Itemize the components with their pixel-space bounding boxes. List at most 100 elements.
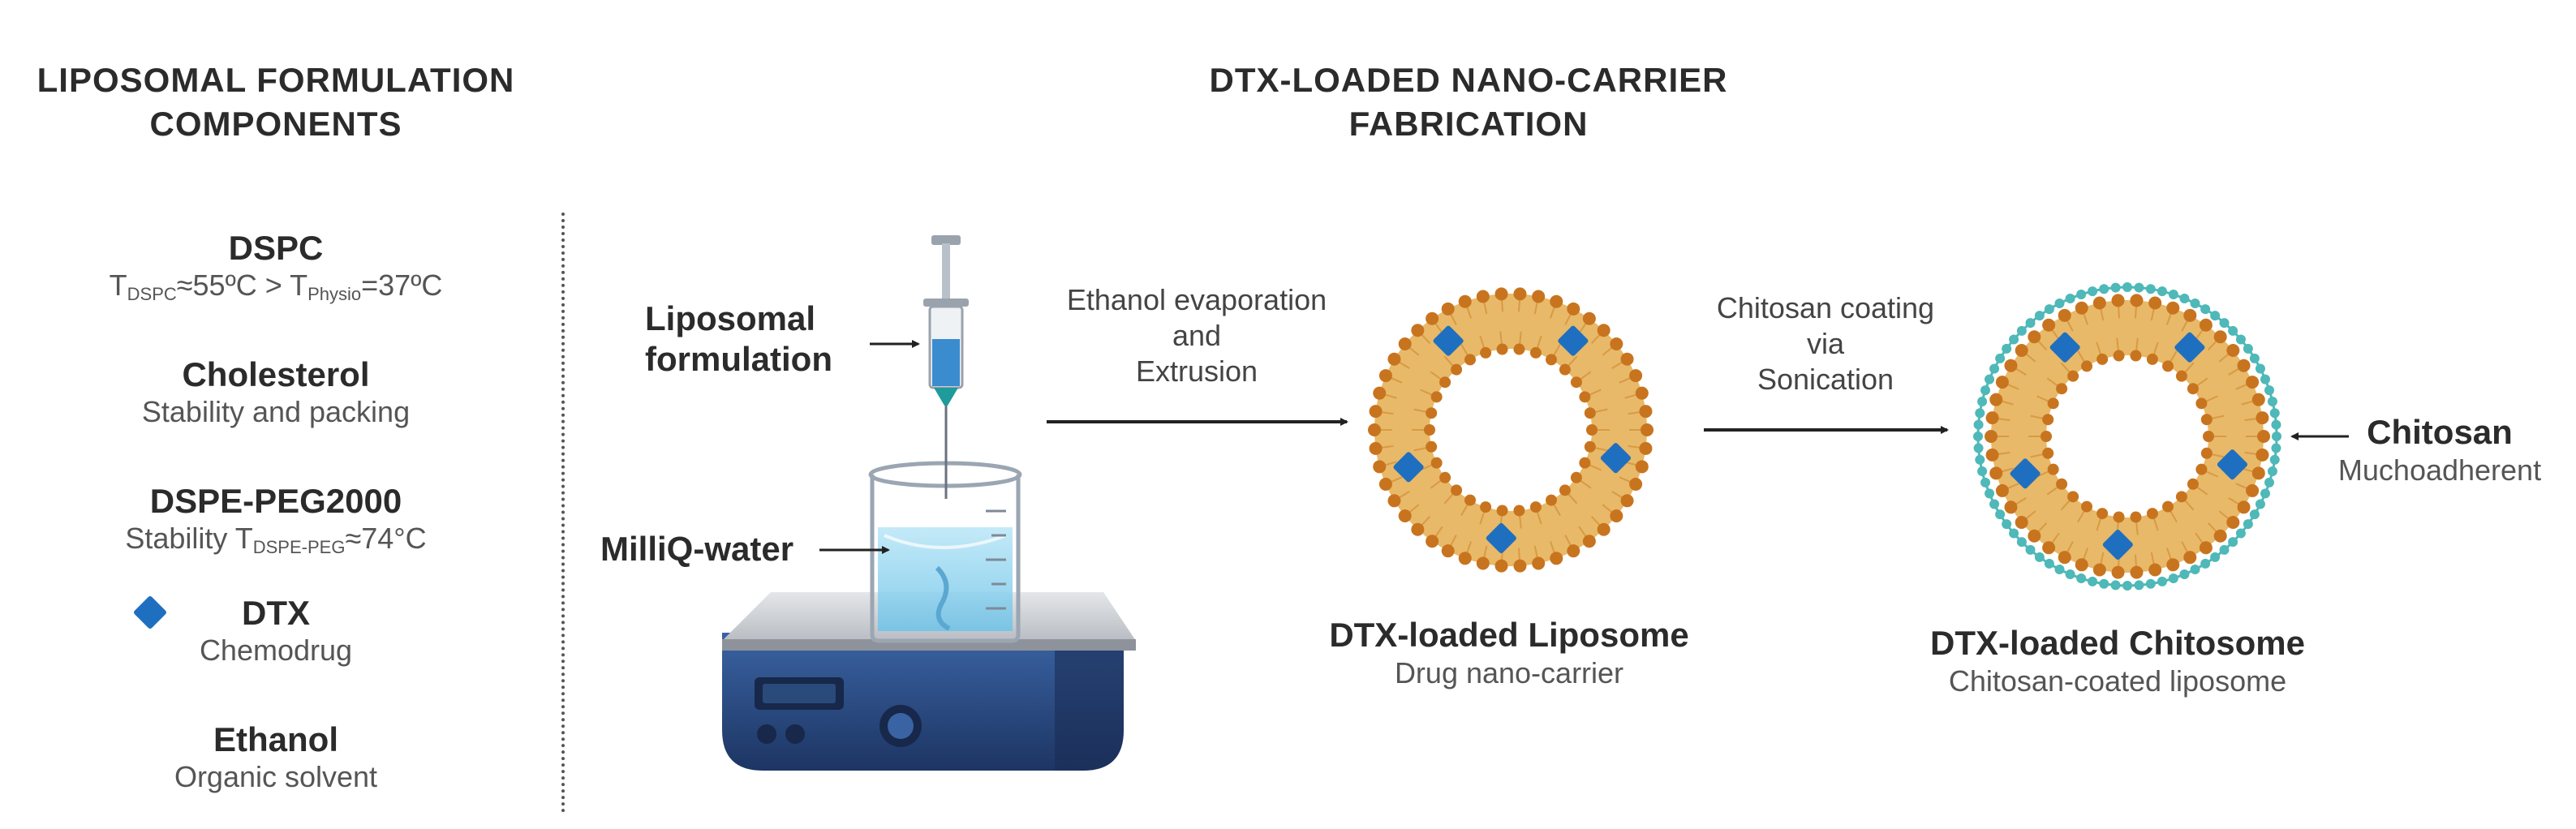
lipid-head — [1584, 440, 1596, 453]
chitosan-bead — [2145, 284, 2156, 294]
chitosan-bead — [2249, 353, 2260, 363]
chitosan-label: Chitosan Muchoadherent — [2322, 412, 2557, 488]
dtx-drug-icon — [2049, 332, 2080, 363]
chitosan-bead — [2200, 558, 2211, 569]
chitosan-bead — [1973, 419, 1984, 430]
beaker-icon — [868, 461, 1022, 643]
liposome-desc: Drug nano-carrier — [1394, 656, 1624, 689]
chitosan-bead — [1995, 509, 2006, 520]
lipid-head — [2047, 397, 2059, 410]
chitosan-bead — [1985, 374, 1995, 384]
lipid-head — [1369, 405, 1383, 419]
lipid-head — [2195, 463, 2208, 475]
dtx-drug-icon — [2010, 458, 2041, 489]
lipid-head — [2146, 353, 2158, 365]
lipid-head — [1546, 354, 1557, 366]
lipid-head — [2096, 353, 2109, 365]
chitosan-bead — [2264, 477, 2274, 488]
lipid-head — [2004, 359, 2018, 372]
step2-line3: Sonication — [1757, 363, 1894, 396]
lipid-head — [1426, 407, 1438, 419]
chitosan-bead — [2190, 299, 2200, 309]
lipid-head — [2111, 294, 2125, 307]
chitosan-bead — [2044, 558, 2054, 569]
lipid-head — [1480, 346, 1492, 359]
lipid-head — [2042, 414, 2054, 426]
lipid-head — [1398, 337, 1412, 350]
lipid-head — [1995, 376, 2009, 389]
lipid-head — [2257, 430, 2270, 443]
lipid-head — [1411, 324, 1425, 337]
lipid-head — [1559, 484, 1571, 496]
left-title-line1: LIPOSOMAL FORMULATION — [37, 61, 515, 99]
lipid-head — [2256, 411, 2269, 425]
component-dtx: DTX Chemodrug — [24, 594, 527, 668]
lipid-head — [2183, 551, 2197, 565]
lipid-head — [1387, 494, 1401, 508]
component-ethanol: Ethanol Organic solvent — [24, 720, 527, 795]
component-name: DTX — [242, 594, 310, 632]
syringe-icon — [923, 235, 969, 499]
lipid-head — [1641, 423, 1654, 436]
lipid-head — [2166, 558, 2180, 572]
lipid-head — [2256, 448, 2269, 462]
lipid-head — [1610, 337, 1623, 350]
lipid-head — [2004, 500, 2018, 514]
chitosan-bead — [2267, 466, 2277, 476]
chitosan-bead — [2271, 443, 2281, 453]
lipid-head — [1494, 559, 1508, 573]
beaker-label: MilliQ-water — [600, 530, 794, 568]
chitosan-bead — [2179, 294, 2190, 304]
chitosan-bead — [2076, 573, 2087, 583]
chitosan-bead — [2099, 578, 2109, 589]
chitosan-bead — [2210, 552, 2221, 562]
right-title-line2: FABRICATION — [1348, 105, 1589, 143]
liposome-caption: DTX-loaded Liposome Drug nano-carrier — [1314, 615, 1704, 691]
lipid-head — [2199, 541, 2213, 555]
lipid-head — [2058, 551, 2071, 565]
component-name: DSPC — [228, 229, 324, 267]
component-dspe-peg2000: DSPE-PEG2000 Stability TDSPE-PEG≈74°C — [24, 482, 527, 565]
lipid-head — [2067, 491, 2079, 503]
component-dspc: DSPC TDSPC≈55ºC > TPhysio=37ºC — [24, 229, 527, 312]
lipid-head — [2226, 343, 2240, 357]
lipid-head — [2195, 397, 2208, 410]
lipid-head — [1439, 376, 1451, 389]
dtx-drug-icon — [1433, 325, 1464, 356]
dtx-drug-icon — [1393, 452, 1424, 483]
lipid-head — [2199, 318, 2213, 332]
lipid-head — [2187, 383, 2199, 395]
lipid-head — [2130, 294, 2144, 307]
lipid-head — [1426, 440, 1438, 453]
dtx-drug-icon — [1558, 325, 1589, 356]
lipid-head — [2015, 343, 2028, 357]
chitosan-bead — [2110, 580, 2121, 591]
lipid-head — [1567, 544, 1580, 558]
chitosan-bead — [2219, 318, 2230, 329]
lipid-head — [2251, 393, 2265, 406]
hotplate-stirrer-icon — [722, 592, 1136, 771]
step1-line3: Extrusion — [1135, 354, 1258, 388]
dtx-drug-icon — [1486, 522, 1516, 554]
chitosan-bead — [1989, 363, 2000, 374]
lipid-head — [2237, 359, 2251, 372]
lipid-head — [1579, 457, 1591, 469]
lipid-head — [2246, 483, 2260, 497]
chitosan-name: Chitosan — [2367, 413, 2513, 451]
lipid-head — [1559, 363, 1571, 376]
lipid-head — [1529, 346, 1542, 359]
chitosan-bead — [2054, 299, 2065, 309]
lipid-head — [2130, 511, 2142, 523]
left-title-line2: COMPONENTS — [149, 105, 402, 143]
chitosan-bead — [2235, 334, 2246, 345]
chitosan-bead — [2200, 304, 2211, 315]
lipid-head — [2096, 508, 2109, 520]
left-section-title: LIPOSOMAL FORMULATION COMPONENTS — [16, 58, 535, 146]
chitosan-bead — [1975, 454, 1985, 465]
chitosan-bead — [2260, 488, 2270, 499]
lipid-head — [1451, 484, 1463, 496]
lipid-head — [1579, 391, 1591, 403]
lipid-head — [1398, 509, 1412, 523]
lipid-head — [1985, 430, 1998, 443]
chitosome-vesicle-icon — [1973, 282, 2281, 591]
